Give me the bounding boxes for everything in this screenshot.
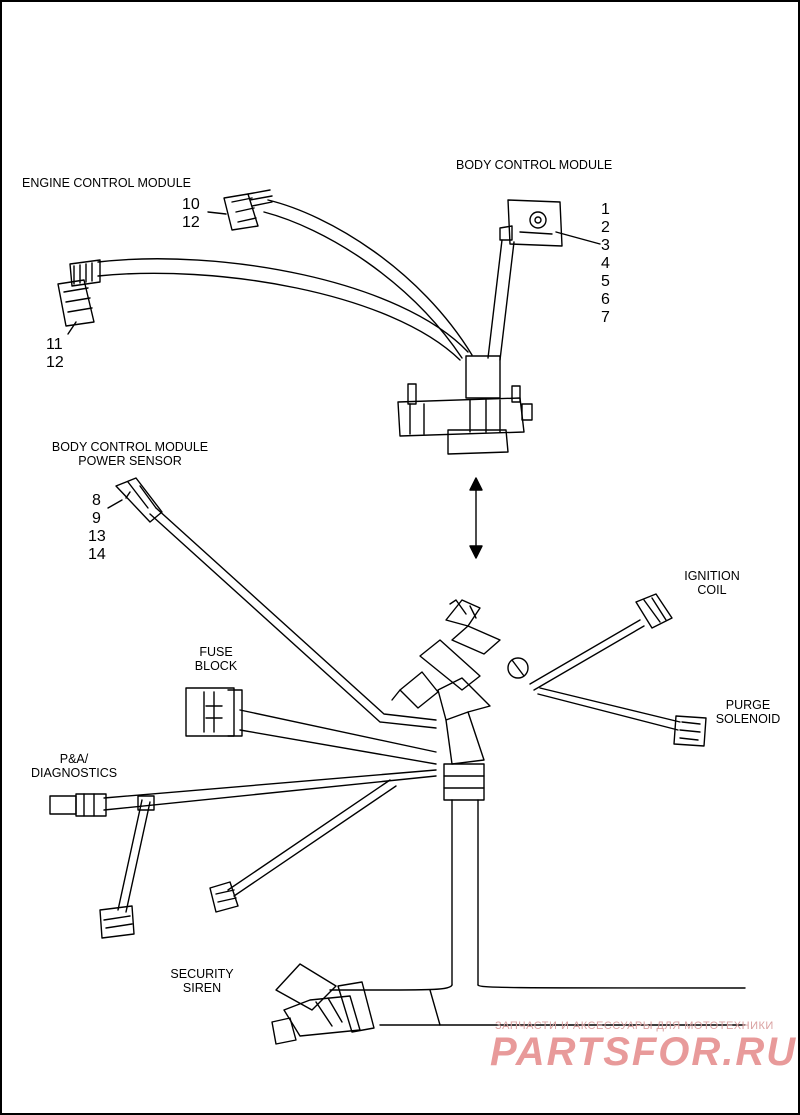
bcm-module bbox=[499, 199, 563, 247]
aux-connector bbox=[209, 881, 239, 913]
fuse-block-connector bbox=[185, 687, 243, 737]
label-pa-diagnostics: P&A/ DIAGNOSTICS bbox=[22, 752, 126, 780]
trunk-collar bbox=[443, 763, 485, 801]
ecm-connector-b bbox=[57, 259, 101, 327]
callout-ecm-a-12: 12 bbox=[182, 214, 200, 231]
main-harness-connector-lower bbox=[445, 711, 485, 765]
pa-diagnostics-branch bbox=[103, 769, 437, 799]
main-harness-connector-upper bbox=[397, 397, 525, 437]
purge-solenoid-connector bbox=[673, 715, 707, 747]
ignition-coil-connector bbox=[635, 593, 673, 629]
callout-ecm-b-11: 11 bbox=[46, 336, 63, 353]
label-pa-diagnostics-line2: DIAGNOSTICS bbox=[30, 766, 118, 780]
callout-bcm-1: 1 bbox=[601, 201, 610, 218]
callout-ecm-a-10: 10 bbox=[182, 196, 200, 213]
pa-lower-connector bbox=[99, 905, 135, 939]
ecm-connector-a bbox=[223, 189, 273, 231]
callout-ps-9: 9 bbox=[92, 510, 101, 527]
callout-ps-13: 13 bbox=[88, 528, 106, 545]
label-ignition-coil-line1: IGNITION bbox=[684, 569, 740, 583]
callout-bcm-6: 6 bbox=[601, 291, 610, 308]
label-fuse-block-line2: BLOCK bbox=[194, 659, 238, 673]
label-bcm-power-sensor-line1: BODY CONTROL MODULE bbox=[51, 440, 209, 454]
label-security-siren-line2: SIREN bbox=[182, 981, 222, 995]
callout-bcm-3: 3 bbox=[601, 237, 610, 254]
watermark-tagline: ЗАПЧАСТИ И АКСЕССУАРЫ ДЛЯ МОТОТЕХНИКИ bbox=[495, 1020, 774, 1032]
label-engine-control-module: ENGINE CONTROL MODULE bbox=[22, 176, 192, 190]
purge-solenoid-branch bbox=[539, 687, 681, 723]
callout-bcm-5: 5 bbox=[601, 273, 610, 290]
watermark-brand: PARTSFOR.RU bbox=[490, 1030, 798, 1074]
fuse-block-branch bbox=[239, 709, 437, 753]
callout-ecm-b-12: 12 bbox=[46, 354, 64, 371]
label-body-control-module: BODY CONTROL MODULE bbox=[456, 158, 613, 172]
callout-bcm-7: 7 bbox=[601, 309, 610, 326]
pa-diagnostics-connector bbox=[49, 793, 107, 817]
label-bcm-power-sensor-line2: POWER SENSOR bbox=[78, 454, 182, 468]
bcm-power-sensor-branch bbox=[149, 513, 437, 729]
aux-branch bbox=[227, 779, 391, 891]
label-security-siren-line1: SECURITY bbox=[170, 967, 234, 981]
security-siren-connector bbox=[271, 963, 375, 1045]
label-ignition-coil: IGNITION COIL bbox=[672, 569, 752, 597]
callout-ps-14: 14 bbox=[88, 546, 106, 563]
security-siren-branch bbox=[329, 984, 453, 991]
ecm-branch-a bbox=[267, 199, 473, 356]
bcm-branch bbox=[487, 239, 503, 359]
label-purge-solenoid: PURGE SOLENOID bbox=[708, 698, 788, 726]
callout-bcm-2: 2 bbox=[601, 219, 610, 236]
label-security-siren: SECURITY SIREN bbox=[160, 967, 244, 995]
callout-ps-8: 8 bbox=[92, 492, 101, 509]
label-fuse-block-line1: FUSE bbox=[199, 645, 233, 659]
label-fuse-block: FUSE BLOCK bbox=[184, 645, 248, 673]
ignition-coil-branch bbox=[529, 619, 641, 685]
label-ignition-coil-line2: COIL bbox=[697, 583, 727, 597]
ecm-branch-b bbox=[97, 258, 469, 353]
upper-trunk-collar bbox=[465, 355, 501, 399]
label-purge-solenoid-line1: PURGE bbox=[725, 698, 771, 712]
label-bcm-power-sensor: BODY CONTROL MODULE POWER SENSOR bbox=[40, 440, 220, 468]
bcm-power-sensor-connector bbox=[115, 477, 163, 523]
label-pa-diagnostics-line1: P&A/ bbox=[59, 752, 89, 766]
label-purge-solenoid-line2: SOLENOID bbox=[715, 712, 781, 726]
callout-bcm-4: 4 bbox=[601, 255, 610, 272]
